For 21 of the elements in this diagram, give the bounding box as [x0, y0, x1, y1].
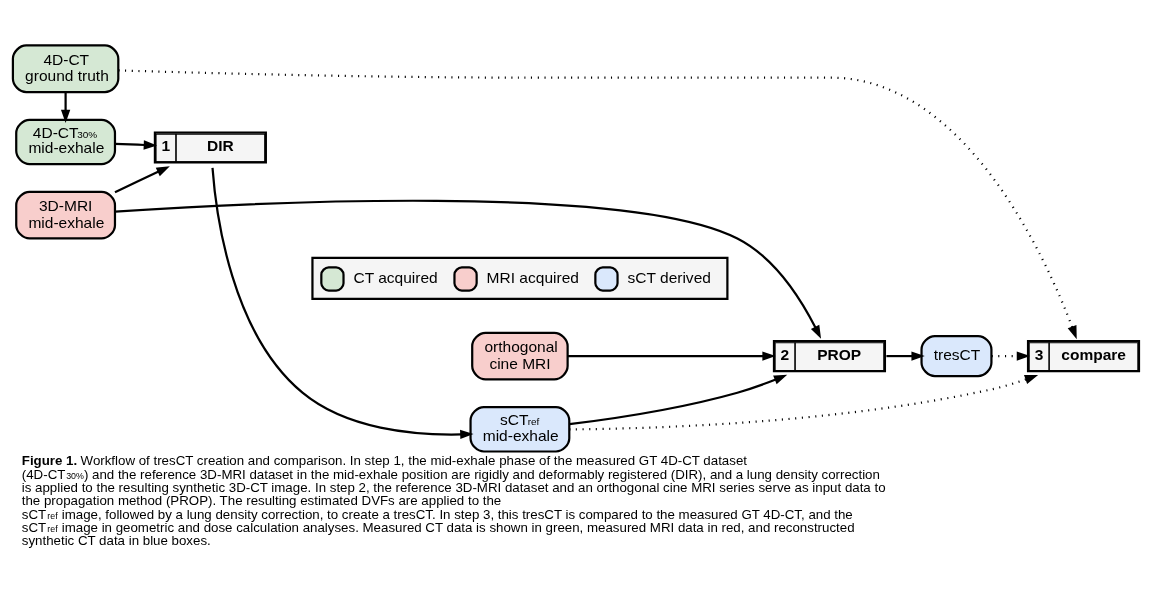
arrow: [567, 351, 776, 361]
arrow: [118, 69, 1077, 340]
legend-label: MRI acquired: [486, 269, 579, 287]
node-box: orthogonal cine MRI: [471, 331, 569, 381]
legend-label: CT acquired: [353, 269, 438, 287]
node-box: 4D-CT30% mid-exhale: [15, 118, 117, 166]
node-box: 4D-CT ground truth: [11, 44, 120, 94]
arrow: [569, 375, 1039, 431]
node-box: tresCT: [920, 335, 993, 378]
arrow: [886, 351, 925, 361]
arrow: [211, 167, 474, 440]
arrow: [115, 199, 822, 339]
arrow: [991, 351, 1031, 361]
node-box: 3D-MRI mid-exhale: [15, 190, 117, 240]
caption: Figure 1. Workflow of tresCT creation and comparison. In step 1, the mid-exhale phase of the measured GT 4D-CT dataset (4D-CT30%) and the reference 3D-MRI dataset in the mid-exhale position are rigidly and deformably registered (DIR), and a lung density correction is applied to the resulting synthetic 3D-CT image. In step 2, the reference 3D-MRI dataset and an orthogonal cine MRI series serve as input data to the propagation method (PROP). The resulting estimated DVFs are applied to the sCTref image, followed by a lung density correction, to create a tresCT. In step 3, this tresCT is compared to the measured GT 4D-CT, and the sCTref image in geometric and dose calculation analyses. Measured CT data is shown in green, measured MRI data in red, and reconstructed synthetic CT data in blue boxes.: [21, 453, 886, 549]
arrow: [569, 374, 788, 426]
arrow: [60, 92, 71, 123]
legend-label: sCT derived: [627, 269, 711, 287]
arrow: [114, 166, 170, 194]
arrow: [114, 140, 158, 150]
node-box: sCTref mid-exhale: [469, 406, 571, 453]
